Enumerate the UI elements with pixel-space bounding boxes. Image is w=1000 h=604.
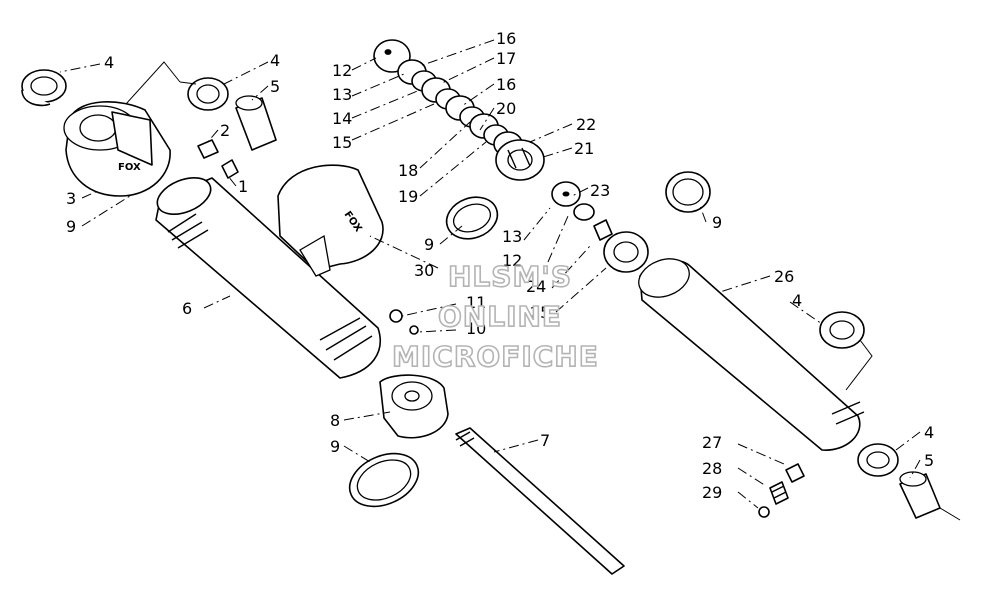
callout-9-b: 9 [424, 235, 434, 254]
callout-17: 17 [496, 49, 516, 68]
part-2-fitting [197, 139, 219, 159]
part-4-bushing-top [187, 77, 229, 111]
callout-9-c: 9 [712, 213, 722, 232]
part-5-sleeve-right [899, 471, 941, 519]
callout-25: 25 [530, 303, 550, 322]
part-9-ring-mid [445, 196, 499, 240]
part-6-body-tube [155, 177, 381, 379]
callout-2: 2 [220, 121, 230, 140]
watermark-line-2: ONLINE [438, 300, 562, 333]
part-30-reservoir: FOX [277, 164, 384, 277]
part-9-ring-right [665, 171, 711, 213]
callout-21: 21 [574, 139, 594, 158]
callout-15: 15 [332, 133, 352, 152]
callout-9-d: 9 [330, 437, 340, 456]
part-4-bushing-right-mid [819, 311, 865, 349]
callout-24: 24 [526, 277, 546, 296]
callout-7: 7 [540, 431, 550, 450]
callout-26: 26 [774, 267, 794, 286]
part-24-nut [593, 219, 613, 241]
part-8-end-cap [379, 374, 449, 439]
callout-9-a: 9 [66, 217, 76, 236]
callout-27: 27 [702, 433, 722, 452]
callout-11: 11 [466, 293, 486, 312]
fox-logo-text: FOX [118, 162, 141, 173]
part-25-seal [603, 231, 649, 273]
callout-3: 3 [66, 189, 76, 208]
callout-28: 28 [702, 459, 722, 478]
part-1-fitting [221, 159, 239, 179]
part-4-bushing-right-low [857, 443, 899, 477]
callout-numbers: 4 4 5 2 1 3 9 6 12 13 14 15 16 17 16 20 … [66, 29, 934, 502]
callout-13-a: 13 [332, 85, 352, 104]
part-13-washer-low [551, 181, 581, 207]
callout-4-b: 4 [270, 51, 280, 70]
watermark: HLSM'S ONLINE MICROFICHE [391, 259, 599, 374]
watermark-line-1: HLSM'S [448, 260, 572, 293]
leader-lines [59, 39, 961, 521]
part-7-shaft [455, 427, 625, 575]
callout-8: 8 [330, 411, 340, 430]
callout-16-a: 16 [496, 29, 516, 48]
part-9-ring-bottom [348, 452, 420, 508]
watermark-line-3: MICROFICHE [392, 340, 599, 373]
callout-12-a: 12 [332, 61, 352, 80]
part-10-ball [409, 325, 419, 335]
callout-19: 19 [398, 187, 418, 206]
callout-13-b: 13 [502, 227, 522, 246]
callout-18: 18 [398, 161, 418, 180]
callout-6: 6 [182, 299, 192, 318]
callout-16-b: 16 [496, 75, 516, 94]
callout-14: 14 [332, 109, 352, 128]
callout-20: 20 [496, 99, 516, 118]
callout-12-b: 12 [502, 251, 522, 270]
callout-1: 1 [238, 177, 248, 196]
callout-22: 22 [576, 115, 596, 134]
callout-10: 10 [466, 319, 486, 338]
part-26-body-right [638, 258, 865, 451]
part-5-sleeve-top [235, 95, 277, 151]
callout-4-c: 4 [792, 291, 802, 310]
part-28-fitting [769, 481, 789, 505]
callout-4-a: 4 [104, 53, 114, 72]
callout-5-a: 5 [270, 77, 280, 96]
callout-4-d: 4 [924, 423, 934, 442]
part-21-piston [495, 139, 545, 181]
part-29-ball [758, 506, 770, 518]
callout-5-b: 5 [924, 451, 934, 470]
part-11-ball [389, 309, 403, 323]
callout-23: 23 [590, 181, 610, 200]
part-3-eyelet-body: FOX [63, 101, 171, 197]
callout-30: 30 [414, 261, 434, 280]
part-23-nut [573, 203, 595, 221]
callout-29: 29 [702, 483, 722, 502]
valve-shim-stack [397, 59, 523, 157]
part-4-bushing [21, 69, 67, 107]
part-27-fitting [785, 463, 805, 483]
